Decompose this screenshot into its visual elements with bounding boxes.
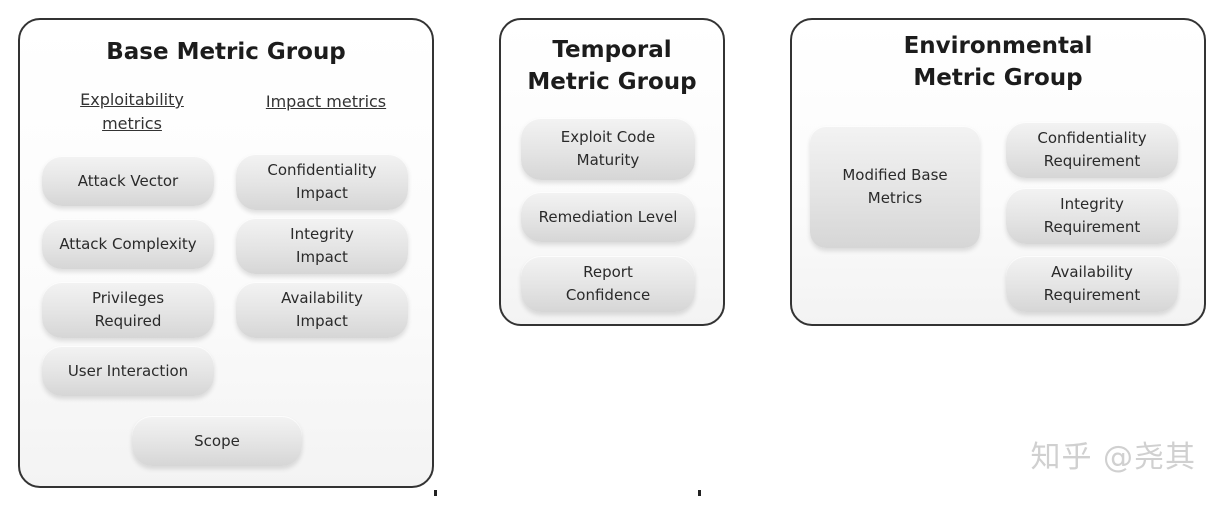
confidentiality-impact-metric: Confidentiality Impact [236,154,408,210]
user-interaction-metric: User Interaction [42,346,214,396]
integrity-impact-metric: Integrity Impact [236,218,408,274]
watermark: 知乎 @尧其 [1030,440,1196,475]
environmental-metric-group-title: Environmental Metric Group [903,33,1093,91]
attack-vector-metric: Attack Vector [42,156,214,206]
temporal-metric-group: Temporal Metric Group Exploit Code Matur… [499,18,725,326]
exploitability-metrics-header: Exploitability metrics [80,90,184,133]
confidentiality-requirement-metric: Confidentiality Requirement [1006,122,1178,178]
exploit-code-maturity-metric: Exploit Code Maturity [521,118,695,180]
attack-complexity-metric: Attack Complexity [42,219,214,269]
availability-requirement-metric: Availability Requirement [1006,256,1178,312]
scope-metric: Scope [132,416,302,466]
integrity-requirement-metric: Integrity Requirement [1006,188,1178,244]
modified-base-metrics: Modified Base Metrics [810,126,980,248]
remediation-level-metric: Remediation Level [521,192,695,242]
base-metric-group: Base Metric Group Exploitability metrics… [18,18,434,488]
impact-metrics-header: Impact metrics [265,92,387,111]
privileges-required-metric: Privileges Required [42,282,214,338]
report-confidence-metric: Report Confidence [521,256,695,312]
availability-impact-metric: Availability Impact [236,282,408,338]
tick-mark [698,490,701,496]
tick-mark [434,490,437,496]
environmental-metric-group: Environmental Metric Group Modified Base… [790,18,1206,326]
temporal-metric-group-title: Temporal Metric Group [527,37,697,95]
base-metric-group-title: Base Metric Group [106,39,346,65]
